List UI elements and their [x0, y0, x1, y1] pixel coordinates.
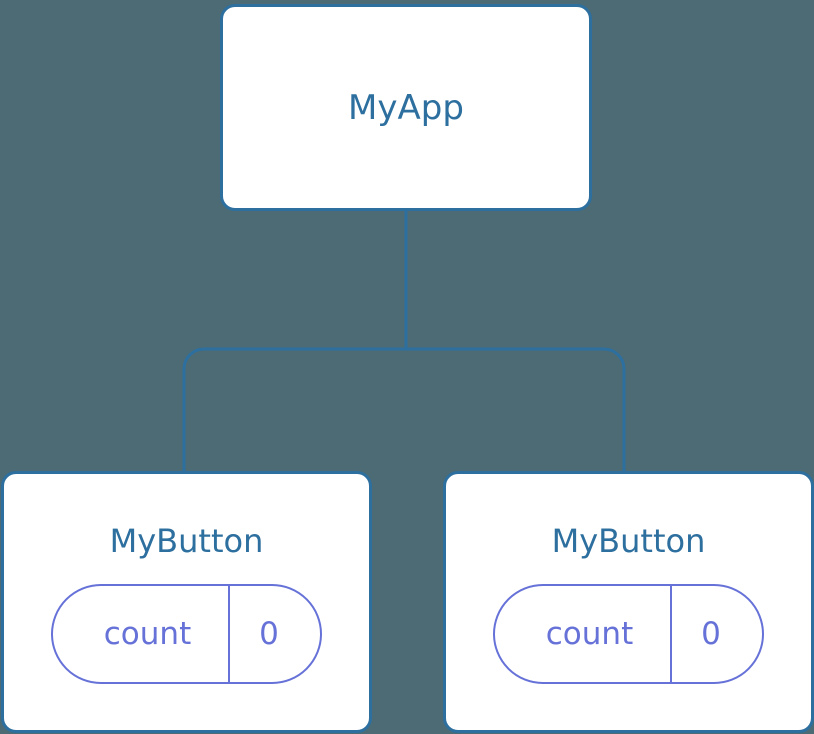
tree-node-myapp[interactable]: MyApp	[220, 4, 592, 211]
state-badge[interactable]: count 0	[493, 584, 764, 684]
state-key: count	[103, 615, 192, 652]
state-divider	[228, 586, 230, 682]
state-value: 0	[259, 615, 279, 652]
edge-to-child-1	[406, 347, 626, 471]
node-label: MyApp	[348, 87, 464, 128]
node-label: MyButton	[551, 522, 706, 560]
tree-node-mybutton-0[interactable]: MyButton count 0	[1, 471, 372, 733]
tree-node-mybutton-1[interactable]: MyButton count 0	[443, 471, 814, 733]
state-divider	[670, 586, 672, 682]
state-value: 0	[701, 615, 721, 652]
state-key: count	[545, 615, 634, 652]
node-label: MyButton	[109, 522, 264, 560]
edge-to-child-0	[182, 347, 406, 471]
state-badge[interactable]: count 0	[51, 584, 322, 684]
